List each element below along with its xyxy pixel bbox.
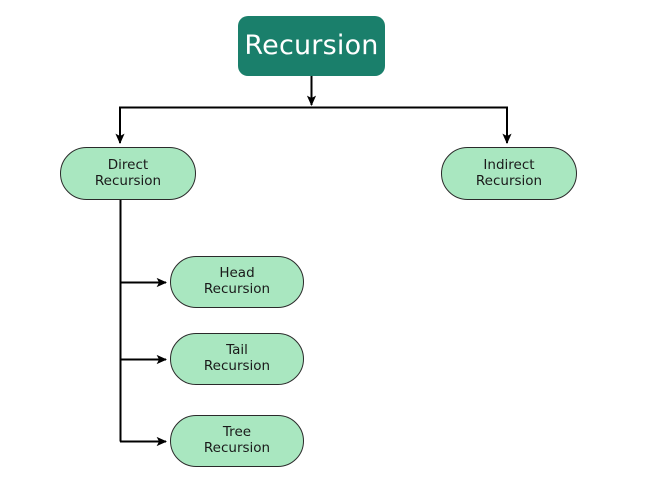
node-direct-recursion-label: Direct Recursion xyxy=(94,156,162,189)
node-tree-recursion[interactable]: Tree Recursion xyxy=(170,415,304,467)
node-tree-recursion-label: Tree Recursion xyxy=(203,424,271,456)
node-recursion-root[interactable]: Recursion xyxy=(238,16,385,76)
node-tail-recursion[interactable]: Tail Recursion xyxy=(170,333,304,385)
node-tail-recursion-label: Tail Recursion xyxy=(203,342,271,374)
node-direct-recursion[interactable]: Direct Recursion xyxy=(60,147,196,200)
node-head-recursion-label: Head Recursion xyxy=(203,265,271,297)
node-root-label: Recursion xyxy=(244,30,379,62)
node-head-recursion[interactable]: Head Recursion xyxy=(170,256,304,308)
node-indirect-recursion-label: Indirect Recursion xyxy=(475,156,543,189)
node-indirect-recursion[interactable]: Indirect Recursion xyxy=(441,147,577,200)
